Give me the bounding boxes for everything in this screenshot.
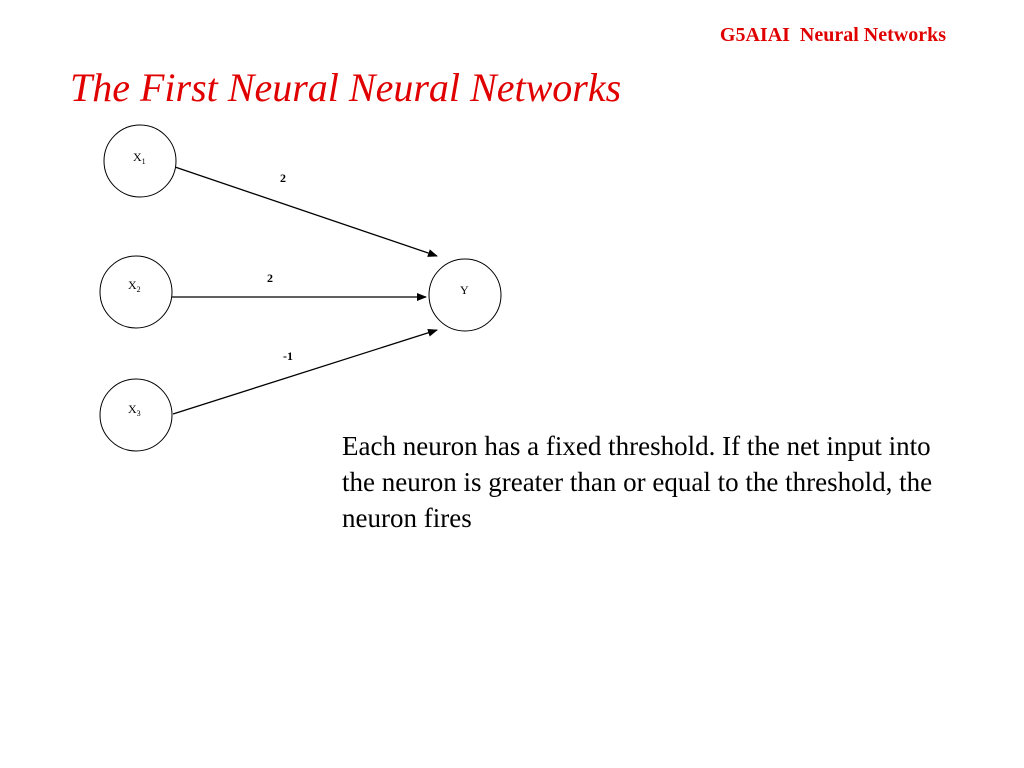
- node-x1-circle: [103, 124, 177, 198]
- edge-line-x3-y: [172, 328, 438, 415]
- node-x2-label: X2: [128, 278, 141, 294]
- node-x3-circle: [99, 378, 173, 452]
- node-x2: X2: [99, 255, 173, 329]
- node-y: Y: [428, 258, 502, 332]
- node-x3-subscript: 3: [137, 409, 141, 418]
- edge-x3-y: -1: [172, 328, 438, 415]
- threshold-description: Each neuron has a fixed threshold. If th…: [342, 431, 933, 534]
- node-x2-circle: [99, 255, 173, 329]
- node-y-letter: Y: [460, 283, 469, 297]
- edge-x2-y: 2: [172, 271, 427, 301]
- slide-title: The First Neural Neural Networks: [70, 65, 622, 110]
- course-header: G5AIAI Neural Networks: [719, 24, 946, 46]
- node-y-circle: [428, 258, 502, 332]
- node-x1-letter: X: [133, 150, 142, 164]
- node-y-label: Y: [460, 283, 469, 297]
- node-x1-subscript: 1: [142, 157, 146, 166]
- node-x2-letter: X: [128, 278, 137, 292]
- node-x1: X1: [103, 124, 177, 198]
- node-x3-letter: X: [128, 402, 137, 416]
- edge-weight-x3-y: -1: [283, 349, 293, 363]
- edge-weight-x1-y: 2: [280, 171, 286, 185]
- edge-x1-y: 2: [174, 166, 438, 257]
- node-x3: X3: [99, 378, 173, 452]
- edge-line-x1-y: [174, 166, 438, 257]
- node-x1-label: X1: [133, 150, 146, 166]
- node-x3-label: X3: [128, 402, 141, 418]
- edge-weight-x2-y: 2: [267, 271, 273, 285]
- node-x2-subscript: 2: [137, 285, 141, 294]
